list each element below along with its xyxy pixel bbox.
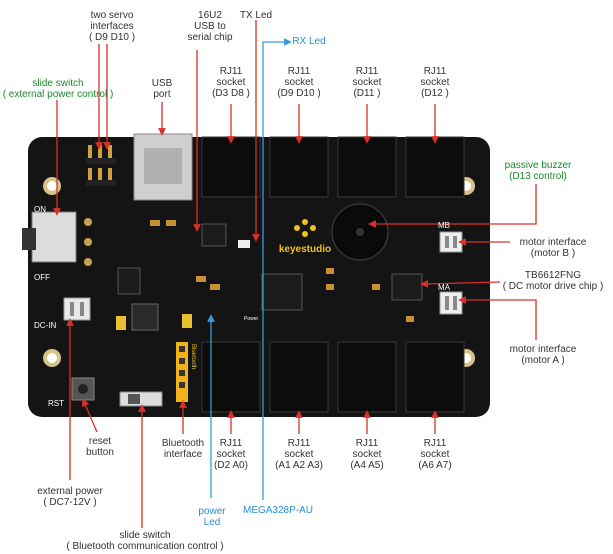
u16u2-chip [201, 223, 227, 247]
rj11-top-sockets [201, 136, 465, 198]
label-buzzer: passive buzzer (D13 control) [504, 160, 572, 182]
motor-a-connector [439, 291, 463, 315]
label-reset: reset button [86, 436, 114, 458]
label-rj-bot-3: RJ11 socket (A4 A5) [350, 438, 384, 471]
label-rj-bot-4: RJ11 socket (A6 A7) [418, 438, 452, 471]
label-usb-port: USB port [151, 78, 173, 100]
label-motor-b: motor interface (motor B ) [519, 237, 587, 259]
silk-mb: MB [438, 221, 450, 230]
label-ext-power: external power ( DC7-12V ) [37, 486, 103, 508]
silk-bluetooth: Bluetooth [190, 344, 196, 369]
power-slide-switch [22, 211, 92, 266]
silk-off: OFF [34, 273, 50, 282]
label-tx-led: TX Led [239, 10, 273, 21]
label-rj-bot-2: RJ11 socket (A1 A2 A3) [275, 438, 323, 471]
tb6612-chip [391, 273, 423, 301]
bluetooth-header [176, 342, 188, 402]
bt-slide-switch-part [119, 391, 163, 407]
keyestudio-logo-icon [294, 219, 316, 237]
dc-in-connector [63, 297, 91, 321]
silk-ma: MA [438, 283, 451, 292]
silk-power: Power [244, 316, 259, 322]
label-rj-top-1: RJ11 socket (D3 D8 ) [212, 66, 250, 99]
label-rx-led: RX Led [292, 36, 326, 47]
label-slide-power: slide switch ( external power control ) [2, 78, 114, 100]
label-rj-top-4: RJ11 socket (D12 ) [420, 66, 450, 99]
mega328p-chip [261, 273, 303, 311]
label-power-led: power Led [198, 506, 226, 528]
rj11-bottom-sockets [201, 341, 465, 413]
label-two-servo: two servo interfaces ( D9 D10 ) [88, 10, 136, 43]
label-slide-bt: slide switch ( Bluetooth communication c… [66, 530, 224, 552]
label-motor-a: motor interface (motor A ) [509, 344, 577, 366]
silk-on: ON [34, 205, 46, 214]
label-mega: MEGA328P-AU [242, 505, 314, 516]
keyestudio-logo-text: keyestudio [279, 244, 331, 255]
label-bt-interface: Bluetooth interface [161, 438, 205, 460]
label-16u2: 16U2 USB to serial chip [187, 10, 233, 43]
label-rj-bot-1: RJ11 socket (D2 A0) [214, 438, 248, 471]
label-rj-top-2: RJ11 socket (D9 D10 ) [277, 66, 321, 99]
label-tb6612: TB6612FNG ( DC motor drive chip ) [502, 270, 604, 292]
servo-headers [86, 145, 116, 186]
silk-rst: RST [48, 399, 64, 408]
silk-dc-in: DC-IN [34, 321, 56, 330]
motor-b-connector [439, 231, 463, 253]
label-rj-top-3: RJ11 socket (D11 ) [352, 66, 382, 99]
